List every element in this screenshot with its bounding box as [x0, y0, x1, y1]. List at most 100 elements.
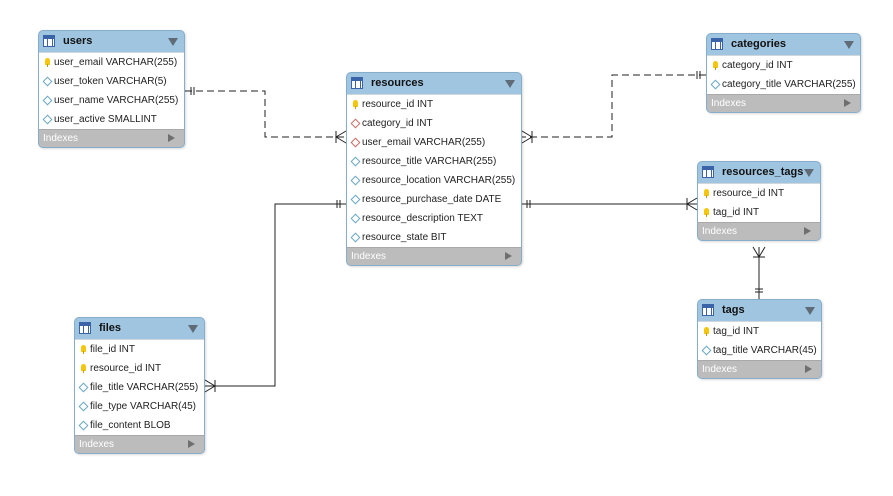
column-label: resource_location VARCHAR(255)	[362, 175, 516, 186]
column-row[interactable]: user_active SMALLINT	[39, 110, 184, 129]
column-icon	[42, 114, 53, 125]
foreign-key-icon	[350, 137, 361, 148]
column-label: category_title VARCHAR(255)	[722, 79, 856, 90]
column-label: file_content BLOB	[90, 420, 171, 431]
table-columns: category_id INT category_title VARCHAR(25…	[707, 55, 860, 94]
table-icon	[43, 35, 55, 47]
indexes-label: Indexes	[43, 133, 79, 144]
primary-key-icon	[713, 61, 718, 70]
column-icon	[42, 95, 53, 106]
column-label: user_email VARCHAR(255)	[54, 57, 178, 68]
column-row[interactable]: resource_state BIT	[347, 228, 521, 247]
column-row[interactable]: file_type VARCHAR(45)	[75, 397, 204, 416]
column-icon	[350, 175, 361, 186]
table-icon	[702, 304, 714, 316]
column-row[interactable]: user_name VARCHAR(255)	[39, 91, 184, 110]
column-row[interactable]: resource_id INT	[698, 184, 820, 203]
indexes-section[interactable]: Indexes	[698, 222, 820, 240]
column-row[interactable]: user_token VARCHAR(5)	[39, 72, 184, 91]
expand-triangle-icon[interactable]	[188, 440, 195, 448]
collapse-triangle-icon[interactable]	[805, 307, 815, 315]
expand-triangle-icon[interactable]	[805, 365, 812, 373]
table-name: tags	[722, 304, 745, 316]
table-files[interactable]: files file_id INT resource_id INT file_tit…	[74, 317, 205, 454]
collapse-triangle-icon[interactable]	[844, 41, 854, 49]
table-icon	[711, 38, 723, 50]
column-label: user_name VARCHAR(255)	[54, 95, 179, 106]
relationship-categories-resources[interactable]	[521, 71, 706, 144]
column-row[interactable]: resource_id INT	[347, 95, 521, 114]
primary-key-icon	[45, 58, 50, 67]
column-row[interactable]: resource_id INT	[75, 359, 204, 378]
column-row[interactable]: tag_title VARCHAR(45)	[698, 341, 821, 360]
column-row[interactable]: category_title VARCHAR(255)	[707, 75, 860, 94]
indexes-section[interactable]: Indexes	[347, 247, 521, 265]
collapse-triangle-icon[interactable]	[168, 38, 178, 46]
indexes-label: Indexes	[702, 364, 738, 375]
relationship-resources-files[interactable]	[204, 200, 346, 393]
table-users[interactable]: users user_email VARCHAR(255) user_token …	[38, 30, 185, 148]
column-row[interactable]: tag_id INT	[698, 203, 820, 222]
indexes-section[interactable]: Indexes	[707, 94, 860, 112]
table-resources[interactable]: resources resource_id INT category_id INT…	[346, 72, 522, 266]
column-label: category_id INT	[362, 118, 433, 129]
column-row[interactable]: resource_location VARCHAR(255)	[347, 171, 521, 190]
column-row[interactable]: file_id INT	[75, 340, 204, 359]
table-header[interactable]: tags	[698, 300, 821, 321]
indexes-section[interactable]: Indexes	[698, 360, 821, 378]
table-columns: file_id INT resource_id INT file_title VAR…	[75, 339, 204, 435]
column-row[interactable]: resource_title VARCHAR(255)	[347, 152, 521, 171]
table-name: categories	[731, 38, 787, 50]
expand-triangle-icon[interactable]	[804, 227, 811, 235]
column-row[interactable]: tag_id INT	[698, 322, 821, 341]
column-row[interactable]: file_content BLOB	[75, 416, 204, 435]
column-row[interactable]: category_id INT	[347, 114, 521, 133]
indexes-label: Indexes	[702, 226, 738, 237]
column-row[interactable]: resource_description TEXT	[347, 209, 521, 228]
column-row[interactable]: resource_purchase_date DATE	[347, 190, 521, 209]
table-name: users	[63, 35, 93, 47]
expand-triangle-icon[interactable]	[844, 99, 851, 107]
column-row[interactable]: user_email VARCHAR(255)	[39, 53, 184, 72]
collapse-triangle-icon[interactable]	[505, 80, 515, 88]
column-label: resource_title VARCHAR(255)	[362, 156, 497, 167]
column-label: resource_state BIT	[362, 232, 447, 243]
column-label: tag_id INT	[713, 207, 760, 218]
table-header[interactable]: users	[39, 31, 184, 52]
table-header[interactable]: resources_tags	[698, 162, 820, 183]
table-header[interactable]: resources	[347, 73, 521, 94]
column-icon	[701, 345, 712, 356]
indexes-label: Indexes	[79, 439, 115, 450]
relationship-resources-resources-tags[interactable]	[522, 197, 698, 211]
column-label: resource_id INT	[362, 99, 434, 110]
relationship-users-resources[interactable]	[185, 87, 347, 144]
table-header[interactable]: categories	[707, 34, 860, 55]
indexes-section[interactable]: Indexes	[75, 435, 204, 453]
column-icon	[710, 79, 721, 90]
relationship-tags-resources-tags[interactable]	[752, 246, 766, 299]
collapse-triangle-icon[interactable]	[188, 325, 198, 333]
table-name: resources_tags	[722, 166, 804, 178]
column-row[interactable]: category_id INT	[707, 56, 860, 75]
column-label: resource_id INT	[90, 363, 162, 374]
primary-key-icon	[704, 189, 709, 198]
table-categories[interactable]: categories category_id INT category_title…	[706, 33, 861, 113]
expand-triangle-icon[interactable]	[505, 252, 512, 260]
column-icon	[42, 76, 53, 87]
column-icon	[350, 194, 361, 205]
column-row[interactable]: file_title VARCHAR(255)	[75, 378, 204, 397]
collapse-triangle-icon[interactable]	[804, 169, 814, 177]
column-label: file_type VARCHAR(45)	[90, 401, 196, 412]
table-header[interactable]: files	[75, 318, 204, 339]
table-icon	[351, 77, 363, 89]
column-label: file_title VARCHAR(255)	[90, 382, 199, 393]
expand-triangle-icon[interactable]	[168, 134, 175, 142]
column-row[interactable]: user_email VARCHAR(255)	[347, 133, 521, 152]
indexes-label: Indexes	[711, 98, 747, 109]
table-resources-tags[interactable]: resources_tags resource_id INT tag_id INT…	[697, 161, 821, 241]
table-icon	[79, 322, 91, 334]
column-label: resource_id INT	[713, 188, 785, 199]
indexes-section[interactable]: Indexes	[39, 129, 184, 147]
